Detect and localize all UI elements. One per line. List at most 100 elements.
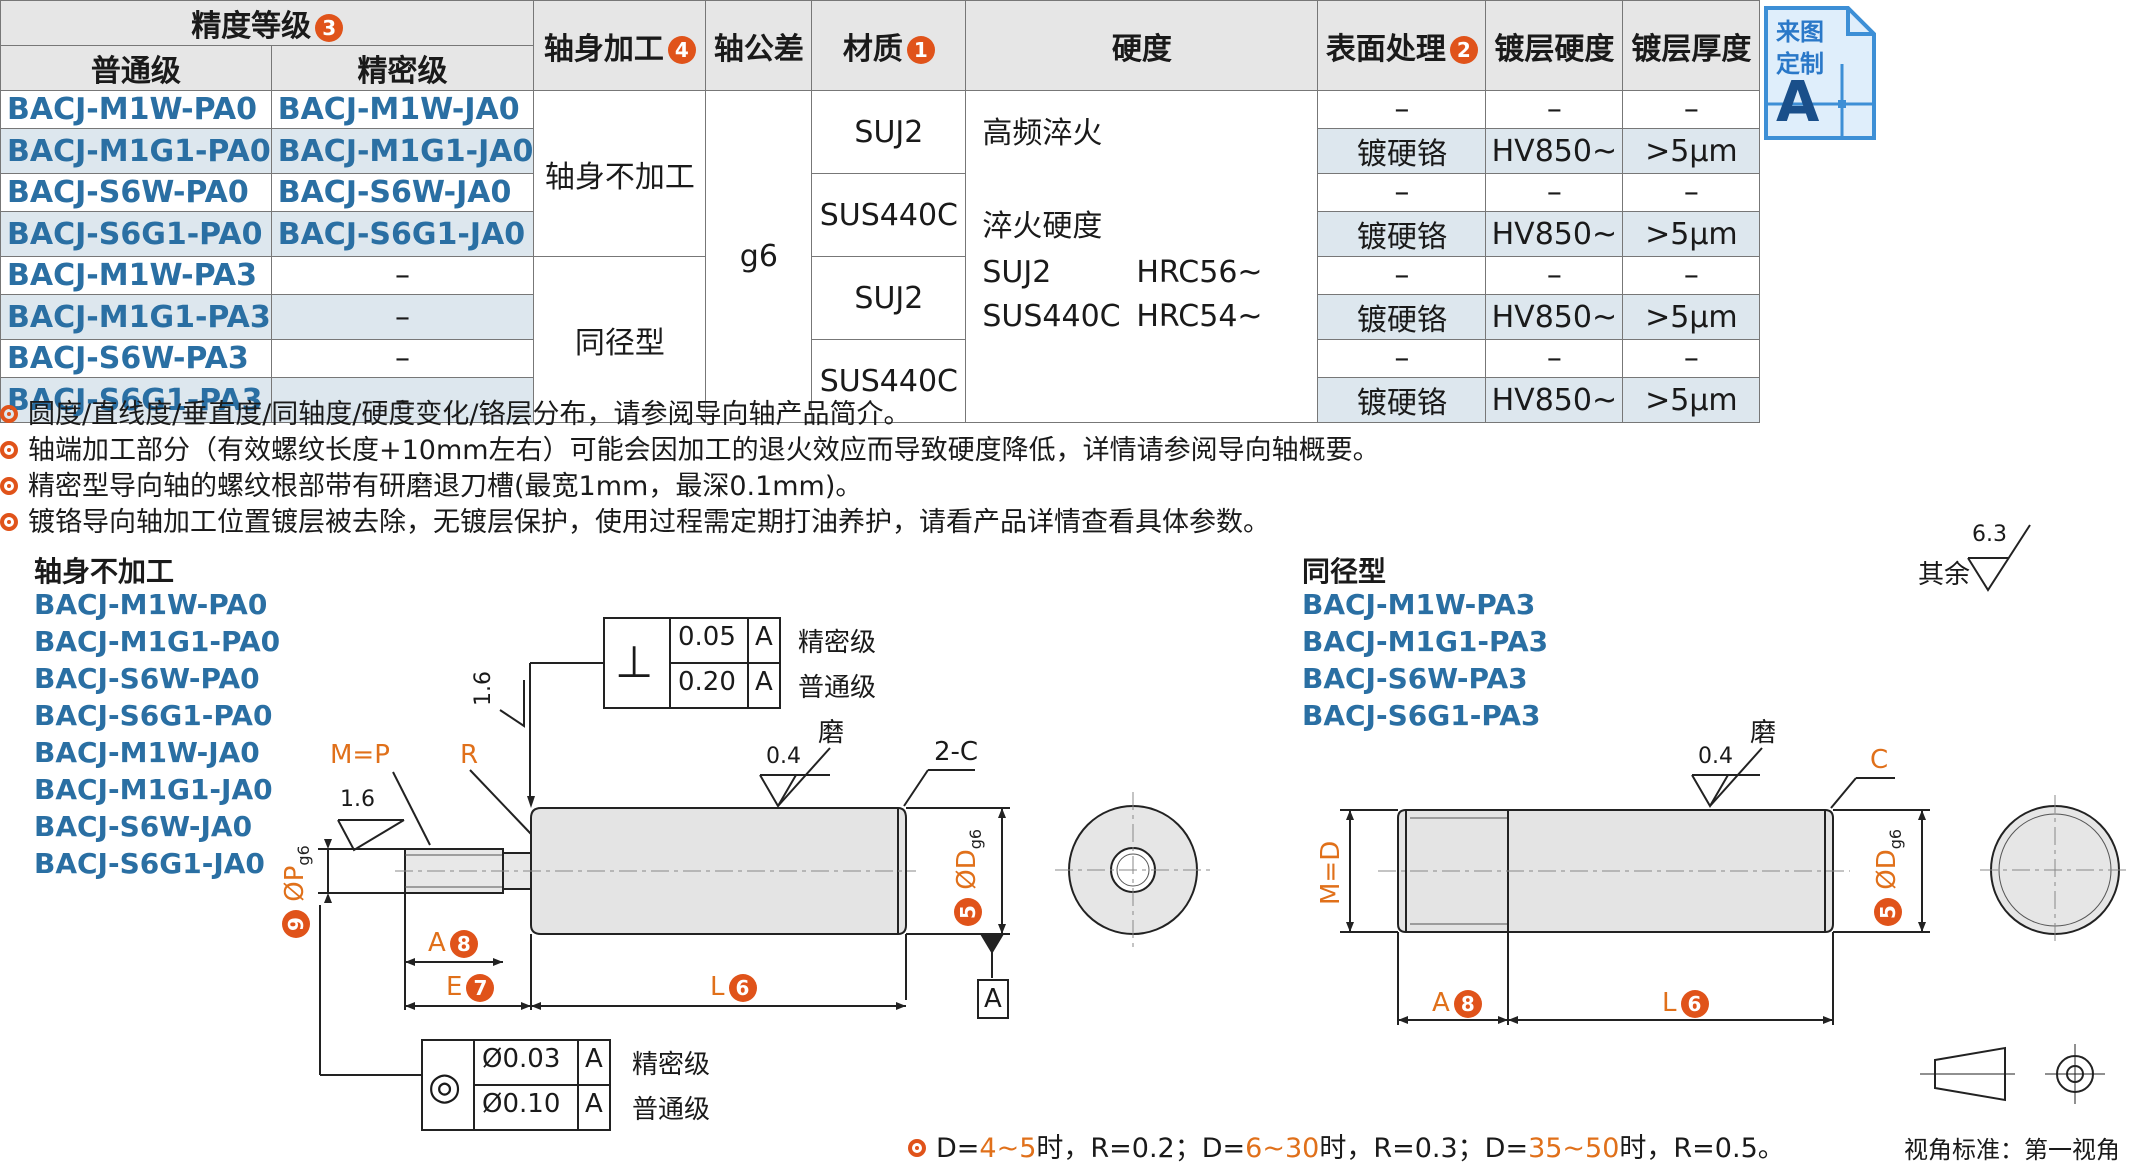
conc-grade-2: 普通级 <box>632 1095 711 1125</box>
material-cell: SUJ2 <box>811 90 967 174</box>
m-eq-p-label: M=P <box>330 740 390 770</box>
note-badge-4: 4 <box>667 36 696 64</box>
roughness-04-right: 0.4 <box>1698 744 1733 769</box>
roughness-16-small: 1.6 <box>340 787 375 812</box>
badge-line2: 定制 <box>1776 50 1824 78</box>
conc-ref-2: A <box>585 1089 603 1119</box>
rest-label: 其余 <box>1918 560 1971 590</box>
list-item: BACJ-M1W-JA0 <box>34 736 260 769</box>
perp-symbol: ⊥ <box>615 637 654 688</box>
table-row: BACJ-S6G1-PA0 BACJ-S6G1-JA0 镀硬铬 HV850~ >… <box>0 211 1761 257</box>
machining-cell: 同径型 <box>533 256 707 423</box>
chamfer-label-left: 2-C <box>934 737 979 767</box>
list-item: BACJ-M1W-PA0 <box>34 588 268 621</box>
custom-drawing-badge: 来图 定制 A <box>1762 4 1878 142</box>
list-item: BACJ-S6G1-JA0 <box>34 847 265 880</box>
dia-p-label: 9 ØPg6 <box>280 845 313 942</box>
conc-grade-1: 精密级 <box>632 1050 711 1080</box>
radius-footnote: D=4~5时，R=0.2；D=6~30时，R=0.3；D=35~50时，R=0.… <box>908 1126 1785 1165</box>
perp-ref-1: A <box>755 622 773 652</box>
list-item: BACJ-S6G1-PA0 <box>34 699 273 732</box>
grind-label-left: 磨 <box>818 718 845 748</box>
dia-d-label-right: 5 ØDg6 <box>1872 829 1905 930</box>
header-precision: 精密级 <box>270 45 535 91</box>
right-panel-title: 同径型 <box>1302 555 1387 588</box>
material-cell: SUJ2 <box>811 256 967 340</box>
bullet-icon <box>908 1138 926 1157</box>
material-cell: SUS440C <box>811 339 967 423</box>
perp-val-1: 0.05 <box>678 622 736 652</box>
header-hardness: 硬度 <box>965 0 1319 91</box>
list-item: BACJ-M1G1-PA3 <box>1302 625 1549 658</box>
list-item: BACJ-M1G1-PA0 <box>34 625 281 658</box>
grind-label-right: 磨 <box>1750 718 1777 748</box>
left-panel-title: 轴身不加工 <box>34 555 175 588</box>
roughness-04-left: 0.4 <box>766 744 801 769</box>
list-item: BACJ-S6W-JA0 <box>34 810 253 843</box>
list-item: BACJ-M1W-PA3 <box>1302 588 1536 621</box>
right-part-list: BACJ-M1W-PA3 BACJ-M1G1-PA3 BACJ-S6W-PA3 … <box>1302 586 1548 734</box>
left-part-list: BACJ-M1W-PA0 BACJ-M1G1-PA0 BACJ-S6W-PA0 … <box>34 586 280 882</box>
bullet-icon <box>0 440 18 459</box>
table-row: BACJ-S6W-PA0 BACJ-S6W-JA0 SUS440C – – – <box>0 173 1761 257</box>
note-2: 轴端加工部分（有效螺纹长度+10mm左右）可能会因加工的退火效应而导致硬度降低，… <box>0 428 1380 467</box>
header-plating-hardness: 镀层硬度 <box>1485 0 1624 91</box>
roughness-63: 6.3 <box>1972 522 2007 547</box>
table-row: BACJ-M1W-PA3 – 同径型 SUJ2 – – – <box>0 256 1761 423</box>
list-item: BACJ-M1G1-JA0 <box>34 773 273 806</box>
perp-ref-2: A <box>755 667 773 697</box>
note-4: 镀铬导向轴加工位置镀层被去除，无镀层保护，使用过程需定期打油养护，请看产品详情查… <box>0 500 1270 539</box>
table-row: BACJ-M1G1-PA0 BACJ-M1G1-JA0 镀硬铬 HV850~ >… <box>0 128 1761 174</box>
badge-line1: 来图 <box>1776 18 1824 46</box>
table-row: BACJ-S6W-PA3 – SUS440C – – – <box>0 339 1761 423</box>
roughness-16-top: 1.6 <box>471 671 496 706</box>
table-row: BACJ-M1W-PA0 BACJ-M1W-JA0 轴身不加工 g6 SUJ2 … <box>0 90 1761 423</box>
m-eq-d-label: M=D <box>1316 840 1346 905</box>
conc-val-1: Ø0.03 <box>482 1044 561 1074</box>
perp-grade-2: 普通级 <box>798 673 877 703</box>
table-row: BACJ-S6G1-PA3 – 镀硬铬 HV850~ >5μm <box>0 377 1761 423</box>
first-angle-projection-icon <box>1920 1044 2105 1104</box>
badge-letter: A <box>1776 70 1820 135</box>
table-row: BACJ-M1G1-PA3 – 镀硬铬 HV850~ >5μm <box>0 294 1761 340</box>
chamfer-label-right: C <box>1870 745 1889 775</box>
bullet-icon <box>0 512 18 531</box>
dia-d-label-left: 5 ØDg6 <box>952 829 985 930</box>
machining-cell: 轴身不加工 <box>533 90 707 257</box>
r-label: R <box>460 740 479 770</box>
document-icon <box>1764 6 1876 140</box>
perp-val-2: 0.20 <box>678 667 736 697</box>
bullet-icon <box>0 476 18 495</box>
list-item: BACJ-S6W-PA0 <box>34 662 260 695</box>
conc-ref-1: A <box>585 1044 603 1074</box>
conc-val-2: Ø0.10 <box>482 1089 561 1119</box>
perp-grade-1: 精密级 <box>798 628 877 658</box>
list-item: BACJ-S6G1-PA3 <box>1302 699 1541 732</box>
note-badge-3: 3 <box>315 13 344 42</box>
conc-symbol: ◎ <box>428 1064 462 1108</box>
note-3: 精密型导向轴的螺纹根部带有研磨退刀槽(最宽1mm，最深0.1mm)。 <box>0 464 862 503</box>
header-normal: 普通级 <box>0 45 272 91</box>
note-1: 圆度/直线度/垂直度/同轴度/硬度变化/铬层分布，请参阅导向轴产品简介。 <box>0 392 910 431</box>
note-badge-1: 1 <box>906 36 935 64</box>
header-tolerance: 轴公差 <box>705 0 813 91</box>
list-item: BACJ-S6W-PA3 <box>1302 662 1528 695</box>
tolerance-cell: g6 <box>705 90 813 423</box>
note-badge-2: 2 <box>1449 36 1478 64</box>
header-plating-thickness: 镀层厚度 <box>1622 0 1761 91</box>
bullet-icon <box>0 404 18 423</box>
view-standard: 视角标准：第一视角 <box>1904 1136 2120 1164</box>
material-cell: SUS440C <box>811 173 967 257</box>
datum-label: A <box>984 984 1002 1014</box>
